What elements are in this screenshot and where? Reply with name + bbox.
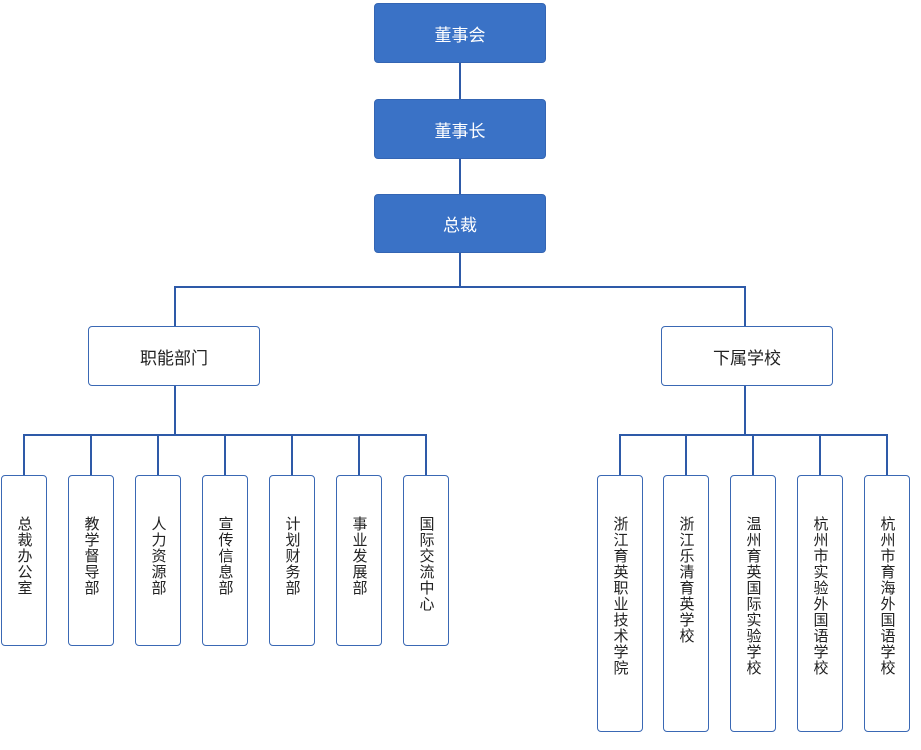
- node-department-label: 人力资源部: [149, 516, 168, 596]
- connector-department-drop: [157, 434, 159, 475]
- node-department-label: 教学督导部: [82, 516, 101, 596]
- node-department: 宣传信息部: [202, 475, 248, 646]
- node-department-label: 宣传信息部: [216, 516, 235, 596]
- node-school-label: 杭州市实验外国语学校: [811, 516, 830, 676]
- node-department: 人力资源部: [135, 475, 181, 646]
- connector-schools-down: [744, 386, 746, 435]
- connector-to-functional: [174, 286, 176, 326]
- node-functional-departments: 职能部门: [88, 326, 260, 386]
- node-department: 计划财务部: [269, 475, 315, 646]
- connector-department-drop: [90, 434, 92, 475]
- node-school: 杭州市实验外国语学校: [797, 475, 843, 732]
- connector-president-down: [459, 253, 461, 287]
- connector-department-drop: [425, 434, 427, 475]
- node-department-label: 事业发展部: [350, 516, 369, 596]
- node-school: 浙江育英职业技术学院: [597, 475, 643, 732]
- node-department-label: 计划财务部: [283, 516, 302, 596]
- node-school-label: 浙江乐清育英学校: [677, 516, 696, 644]
- connector-department-drop: [23, 434, 25, 475]
- node-president-label: 总裁: [443, 216, 477, 236]
- node-department: 总裁办公室: [1, 475, 47, 646]
- connector-department-drop: [358, 434, 360, 475]
- node-school-label: 杭州市育海外国语学校: [878, 516, 897, 676]
- node-school-label: 温州育英国际实验学校: [744, 516, 763, 676]
- connector-school-drop: [619, 434, 621, 475]
- connector-department-drop: [224, 434, 226, 475]
- node-board: 董事会: [374, 3, 546, 63]
- node-chairman-label: 董事长: [434, 121, 486, 142]
- connector-school-drop: [685, 434, 687, 475]
- node-department: 国际交流中心: [403, 475, 449, 646]
- node-school-label: 浙江育英职业技术学院: [611, 516, 630, 676]
- connector-board-chairman: [459, 63, 461, 99]
- node-school: 浙江乐清育英学校: [663, 475, 709, 732]
- node-department: 事业发展部: [336, 475, 382, 646]
- node-president: 总裁: [374, 194, 546, 253]
- node-school: 杭州市育海外国语学校: [864, 475, 910, 732]
- connector-chairman-president: [459, 159, 461, 194]
- node-department-label: 总裁办公室: [15, 516, 34, 596]
- node-chairman: 董事长: [374, 99, 546, 159]
- node-subordinate-schools-label: 下属学校: [713, 348, 781, 369]
- connector-functional-down: [174, 386, 176, 435]
- connector-school-drop: [752, 434, 754, 475]
- node-subordinate-schools: 下属学校: [661, 326, 833, 386]
- node-school: 温州育英国际实验学校: [730, 475, 776, 732]
- node-department: 教学督导部: [68, 475, 114, 646]
- connector-department-drop: [291, 434, 293, 475]
- connector-branch-bar: [174, 286, 746, 288]
- node-department-label: 国际交流中心: [417, 516, 436, 612]
- connector-to-schools: [744, 286, 746, 326]
- connector-school-drop: [886, 434, 888, 475]
- node-functional-departments-label: 职能部门: [140, 348, 208, 369]
- node-board-label: 董事会: [434, 25, 486, 46]
- connector-school-drop: [819, 434, 821, 475]
